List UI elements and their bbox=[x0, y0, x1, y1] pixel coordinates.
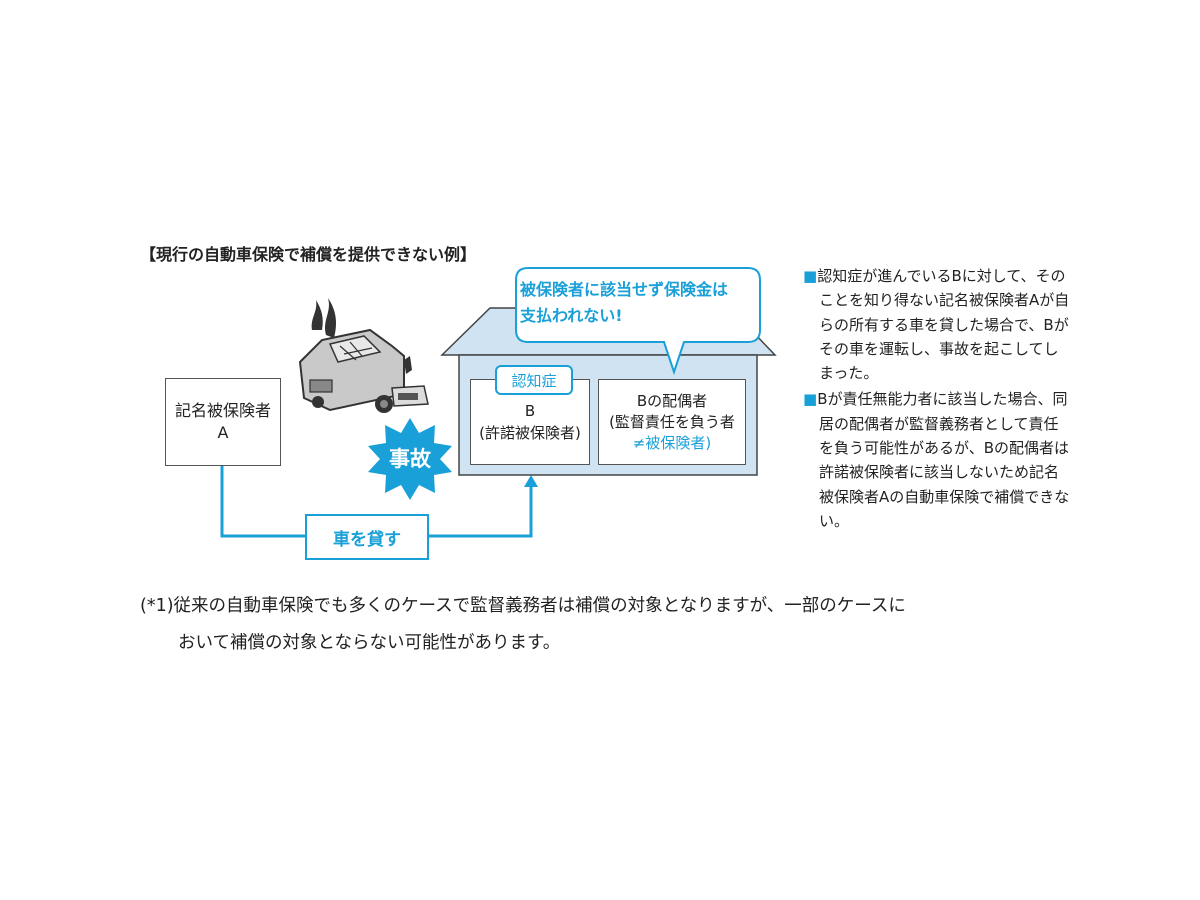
bubble-line1: 被保険者に該当せず保険金は bbox=[520, 280, 729, 299]
lend-arrow-line bbox=[220, 464, 305, 538]
spouse-line1: Bの配偶者 bbox=[636, 391, 708, 410]
speech-bubble-text: 被保険者に該当せず保険金は 支払われない! bbox=[520, 277, 760, 329]
crashed-car-icon bbox=[298, 298, 429, 413]
note-item-2: ■Bが責任無能力者に該当した場合、同居の配偶者が監督義務者として責任を負う可能性… bbox=[803, 387, 1073, 533]
footnote-line1: (*1)従来の自動車保険でも多くのケースで監督義務者は補償の対象となりますが、一… bbox=[140, 596, 906, 616]
lend-arrowhead bbox=[524, 475, 538, 487]
note-bullet-1: ■ bbox=[803, 267, 818, 285]
accident-label: 事故 bbox=[389, 447, 431, 471]
note-text-1: 認知症が進んでいるBに対して、そのことを知り得ない記名被保険者Aが自らの所有する… bbox=[817, 267, 1070, 383]
speech-bubble bbox=[515, 267, 761, 376]
note-item-1: ■認知症が進んでいるBに対して、そのことを知り得ない記名被保険者Aが自らの所有す… bbox=[803, 264, 1073, 385]
explanation-notes: ■認知症が進んでいるBに対して、そのことを知り得ない記名被保険者Aが自らの所有す… bbox=[803, 264, 1073, 533]
dementia-tag: 認知症 bbox=[495, 365, 573, 395]
diagram-title: 【現行の自動車保険で補償を提供できない例】 bbox=[140, 245, 477, 264]
spouse-line2: (監督責任を負う者 bbox=[609, 412, 735, 431]
named-insured-a-box: 記名被保険者 A bbox=[165, 378, 281, 466]
box-b-line2: (許諾被保険者) bbox=[479, 424, 581, 442]
footnote-line2: おいて補償の対象とならない可能性があります。 bbox=[178, 633, 561, 653]
note-bullet-2: ■ bbox=[803, 390, 818, 409]
box-a-line2: A bbox=[217, 423, 229, 442]
lend-arrow-line-2 bbox=[425, 485, 533, 538]
box-a-line1: 記名被保険者 bbox=[174, 401, 271, 420]
note-text-2: Bが責任無能力者に該当した場合、同居の配偶者が監督義務者として責任を負う可能性が… bbox=[817, 390, 1070, 530]
lend-car-label: 車を貸す bbox=[305, 514, 429, 560]
spouse-line3: ≠被保険者) bbox=[632, 433, 712, 452]
box-b-line1: B bbox=[524, 402, 536, 420]
footnote: (*1)従来の自動車保険でも多くのケースで監督義務者は補償の対象となりますが、一… bbox=[140, 588, 1100, 662]
bubble-line2: 支払われない! bbox=[520, 306, 623, 325]
spouse-box: Bの配偶者 (監督責任を負う者 ≠被保険者) bbox=[598, 379, 746, 465]
starburst-icon bbox=[368, 418, 452, 500]
